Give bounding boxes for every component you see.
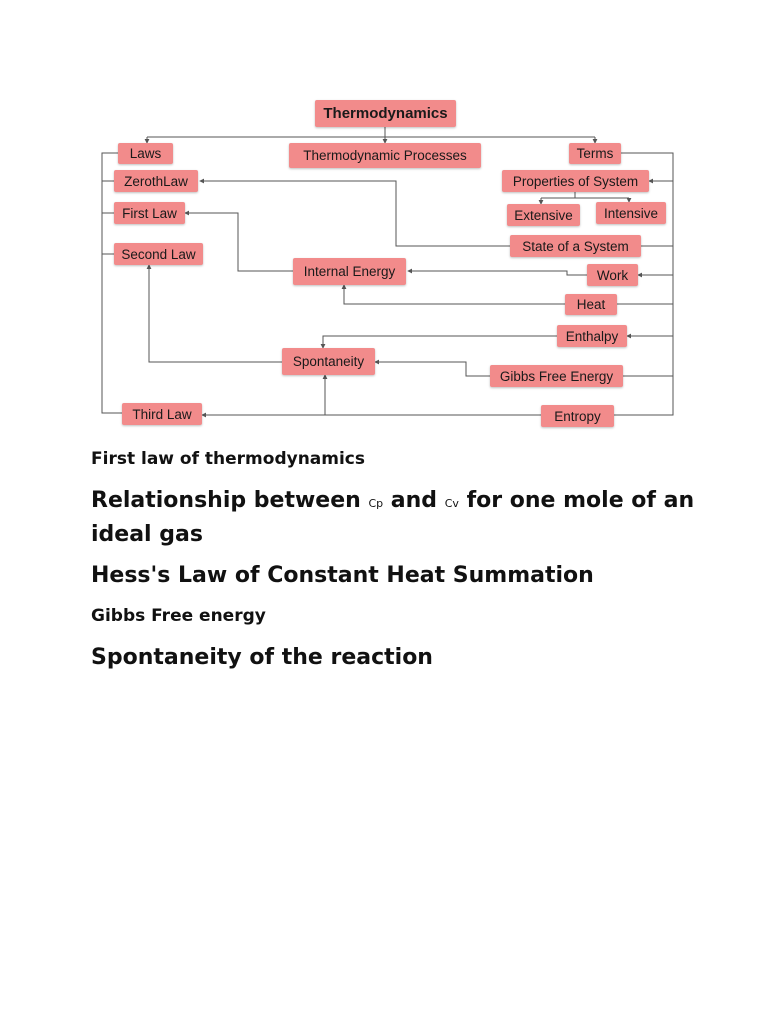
node-gibbs-free-energy: Gibbs Free Energy xyxy=(490,365,623,387)
node-zeroth-law: ZerothLaw xyxy=(114,170,198,192)
node-spontaneity: Spontaneity xyxy=(282,348,375,375)
link-gibbs-free-energy[interactable]: Gibbs Free energy xyxy=(91,606,266,626)
thermodynamics-concept-map: Thermodynamics Laws Thermodynamic Proces… xyxy=(0,0,768,440)
relationship-text-and: and xyxy=(383,488,445,513)
node-third-law: Third Law xyxy=(122,403,202,425)
node-work: Work xyxy=(587,264,638,286)
node-state-of-a-system: State of a System xyxy=(510,235,641,257)
node-second-law: Second Law xyxy=(114,243,203,265)
relationship-text-end: for one mole of an ideal gas xyxy=(91,488,695,547)
node-intensive: Intensive xyxy=(596,202,666,224)
node-thermodynamic-processes: Thermodynamic Processes xyxy=(289,143,481,168)
cp-symbol: Cp xyxy=(368,497,384,510)
link-cp-cv-relationship[interactable]: Relationship between Cp and Cv for one m… xyxy=(91,485,731,550)
node-internal-energy: Internal Energy xyxy=(293,258,406,285)
cv-symbol: Cv xyxy=(444,497,459,510)
relationship-text-start: Relationship between xyxy=(91,488,369,513)
node-first-law: First Law xyxy=(114,202,185,224)
node-extensive: Extensive xyxy=(507,204,580,226)
node-entropy: Entropy xyxy=(541,405,614,427)
link-spontaneity[interactable]: Spontaneity of the reaction xyxy=(91,645,433,670)
node-terms: Terms xyxy=(569,143,621,164)
link-first-law[interactable]: First law of thermodynamics xyxy=(91,449,366,469)
node-properties-of-system: Properties of System xyxy=(502,170,649,192)
node-enthalpy: Enthalpy xyxy=(557,325,627,347)
node-thermodynamics: Thermodynamics xyxy=(315,100,456,127)
connector-lines xyxy=(101,127,674,418)
node-heat: Heat xyxy=(565,294,617,315)
node-laws: Laws xyxy=(118,143,173,164)
link-hess-law[interactable]: Hess's Law of Constant Heat Summation xyxy=(91,563,594,588)
